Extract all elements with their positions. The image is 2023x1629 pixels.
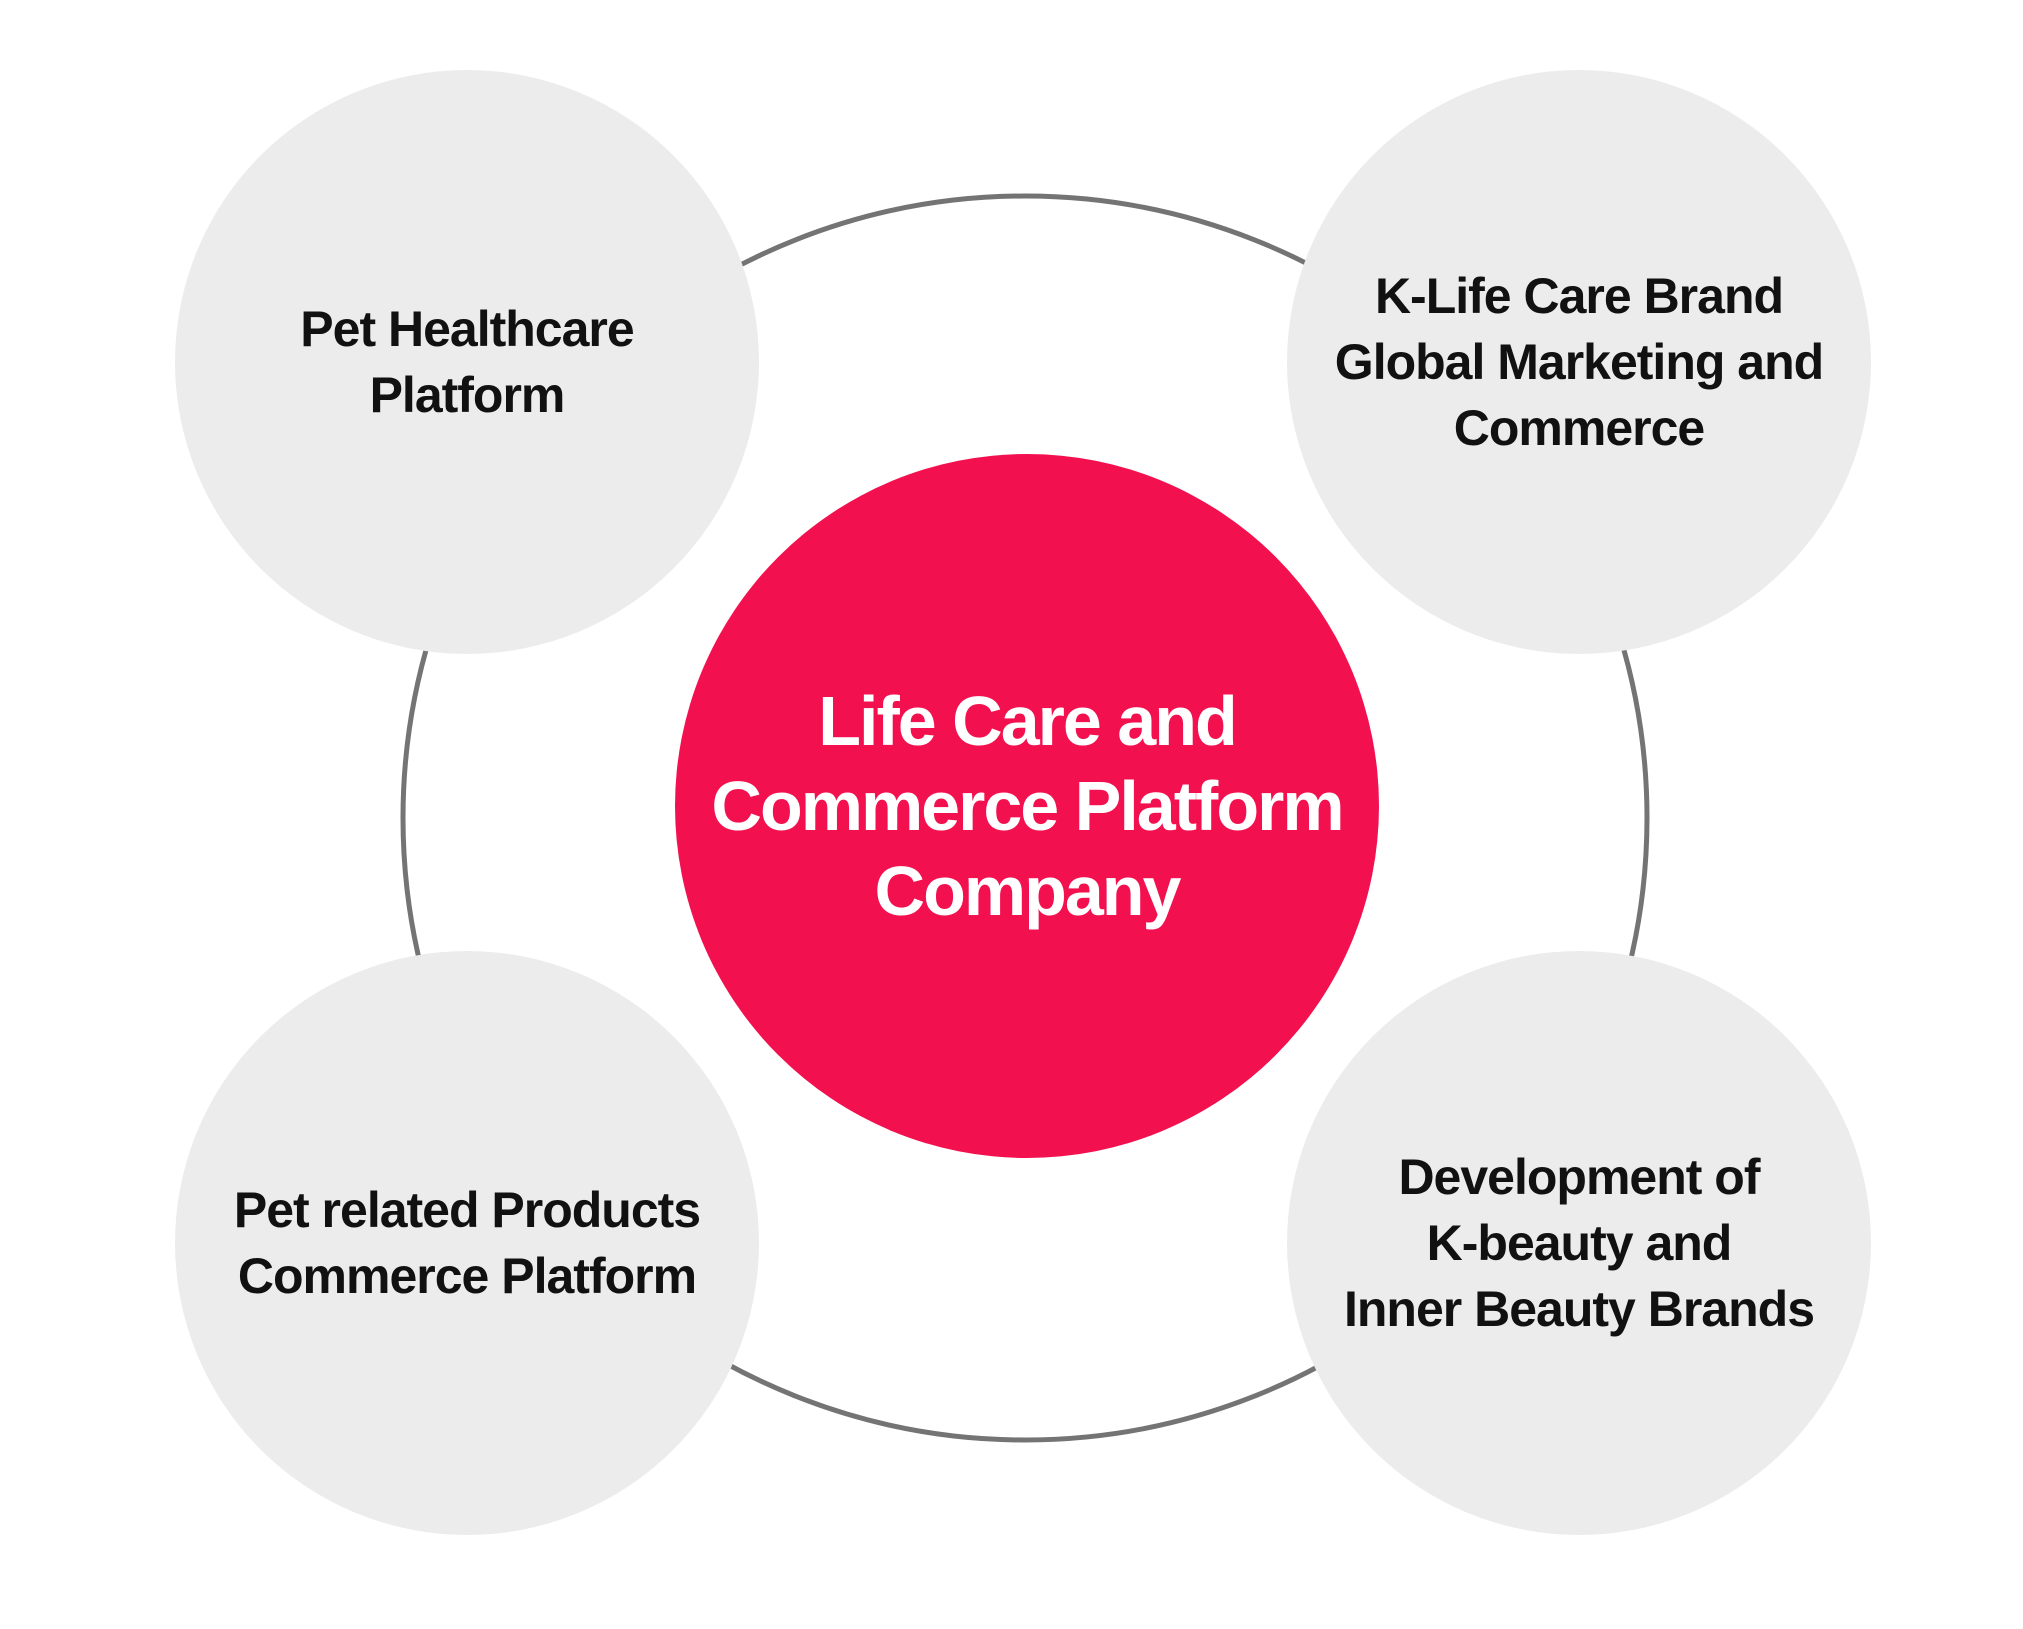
ring-circle <box>400 193 1650 1443</box>
node-label: Pet Healthcare Platform <box>300 301 634 423</box>
node-label: Pet related Products Commerce Platform <box>233 1182 701 1304</box>
node-k-life-care: K-Life Care Brand Global Marketing and C… <box>1287 70 1871 654</box>
node-pet-healthcare: Pet Healthcare Platform <box>175 70 759 654</box>
center-node: Life Care and Commerce Platform Company <box>675 454 1379 1158</box>
center-label: Life Care and Commerce Platform Company <box>711 681 1344 930</box>
node-k-beauty-brands: Development of K-beauty and Inner Beauty… <box>1287 951 1871 1535</box>
node-label: Development of K-beauty and Inner Beauty… <box>1343 1149 1815 1337</box>
node-label: K-Life Care Brand Global Marketing and C… <box>1334 268 1824 456</box>
node-pet-products-commerce: Pet related Products Commerce Platform <box>175 951 759 1535</box>
